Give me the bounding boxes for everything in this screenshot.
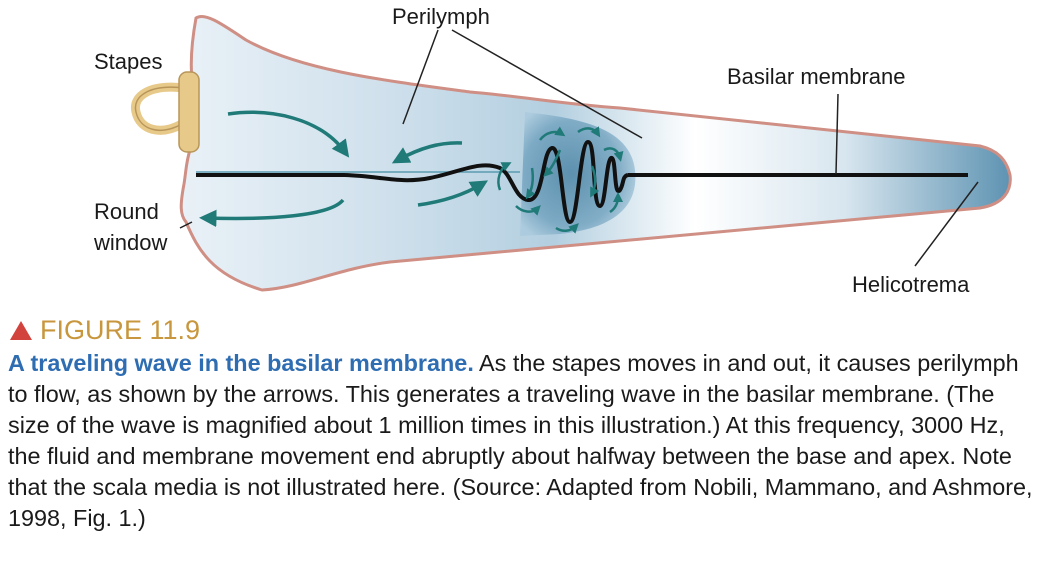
label-round-window: Round window (94, 199, 168, 255)
label-stapes: Stapes (94, 49, 163, 74)
cochlea-illustration (130, 15, 1012, 292)
label-basilar-membrane: Basilar membrane (727, 64, 906, 89)
stapes (130, 71, 200, 153)
wave-flow-arrows (497, 126, 624, 234)
figure-caption: A traveling wave in the basilar membrane… (8, 348, 1038, 534)
traveling-wave (344, 140, 629, 224)
figure-heading: FIGURE 11.9 (8, 314, 1038, 346)
caption-title: A traveling wave in the basilar membrane… (8, 350, 474, 376)
label-helicotrema: Helicotrema (852, 272, 970, 297)
flow-arrows (199, 110, 489, 228)
cochlea-diagram: Perilymph Stapes Basilar membrane Round … (94, 4, 1012, 297)
wave-region (520, 112, 636, 236)
caption-text: As the stapes moves in and out, it cause… (8, 350, 1033, 531)
triangle-icon (10, 320, 32, 340)
figure-number: FIGURE 11.9 (40, 315, 201, 345)
label-leaders (179, 29, 979, 267)
label-perilymph: Perilymph (392, 4, 490, 29)
figure-caption-block: FIGURE 11.9 A traveling wave in the basi… (8, 314, 1038, 534)
